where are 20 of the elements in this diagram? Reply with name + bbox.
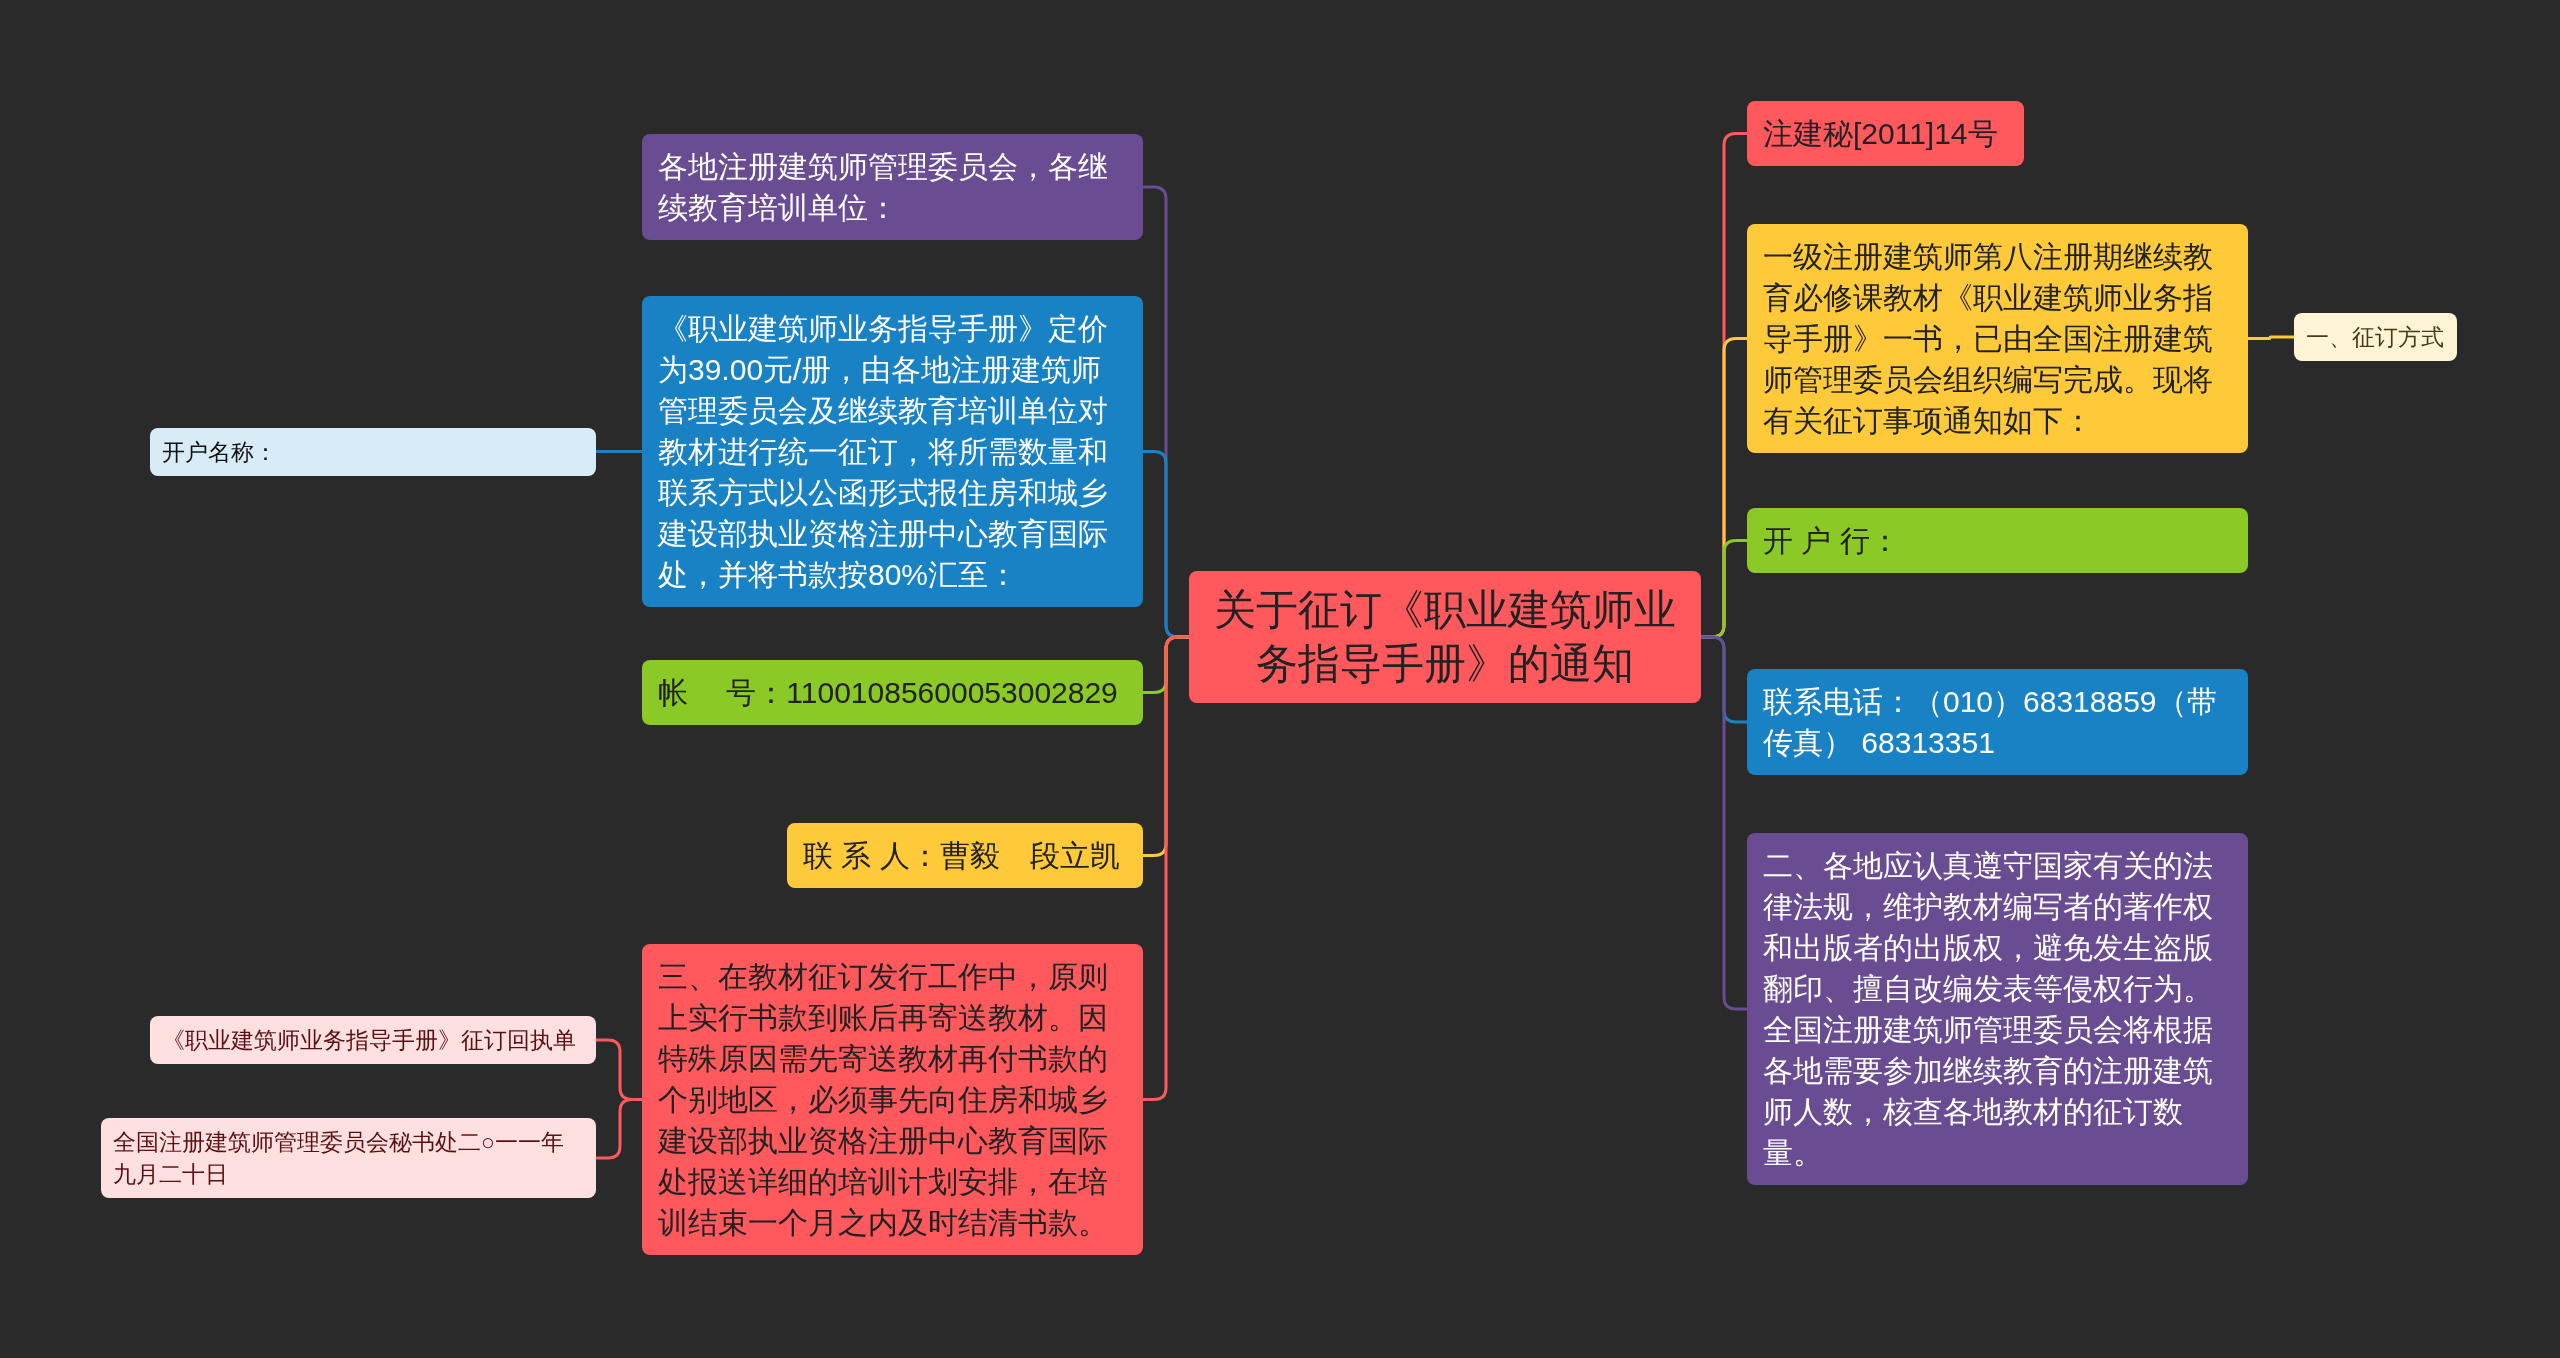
connector-line: [596, 1098, 642, 1160]
topic-box: 《职业建筑师业务指导手册》征订回执单: [150, 1016, 596, 1064]
topic-box: 关于征订《职业建筑师业务指导手册》的通知: [1189, 571, 1701, 703]
topic-box: 各地注册建筑师管理委员会，各继续教育培训单位：: [642, 134, 1143, 240]
topic-box: 一、征订方式: [2294, 313, 2457, 361]
topic-box: 联 系 人：曹毅 段立凯: [787, 823, 1143, 888]
connector-line: [596, 450, 642, 453]
topic-box: 二、各地应认真遵守国家有关的法律法规，维护教材编写者的著作权和出版者的出版权，避免发生盗版翻印、擅自改编发表等侵权行为。全国注册建筑师管理委员会将根据各地需要参加继续教育的注册建筑师人数，核查各地教材的征订数量。: [1747, 833, 2248, 1185]
topic-box: 开户名称：: [150, 428, 596, 476]
connector-line: [1701, 635, 1747, 1011]
topic-box: 注建秘[2011]14号: [1747, 101, 2024, 166]
topic-box: 一级注册建筑师第八注册期继续教育必修课教材《职业建筑师业务指导手册》一书，已由全国注册建筑师管理委员会组织编写完成。现将有关征订事项通知如下：: [1747, 224, 2248, 453]
connector-line: [1143, 635, 1189, 1101]
topic-box: 三、在教材征订发行工作中，原则上实行书款到账后再寄送教材。因特殊原因需先寄送教材再付书款的个别地区，必须事先向住房和城乡建设部执业资格注册中心教育国际处报送详细的培训计划安排，在培训结束一个月之内及时结清书款。: [642, 944, 1143, 1255]
topic-box: 全国注册建筑师管理委员会秘书处二○一一年九月二十日: [101, 1118, 596, 1198]
topic-box: 《职业建筑师业务指导手册》定价为39.00元/册，由各地注册建筑师管理委员会及继续教育培训单位对教材进行统一征订，将所需数量和联系方式以公函形式报住房和城乡建设部执业资格注册中心教育国际处，并将书款按80%汇至：: [642, 296, 1143, 607]
topic-box: 联系电话：（010）68318859（带传真） 68313351: [1747, 669, 2248, 775]
topic-box: 帐 号：11001085600053002829: [642, 660, 1143, 725]
topic-box: 开 户 行：: [1747, 508, 2248, 573]
connector-line: [2248, 335, 2294, 340]
